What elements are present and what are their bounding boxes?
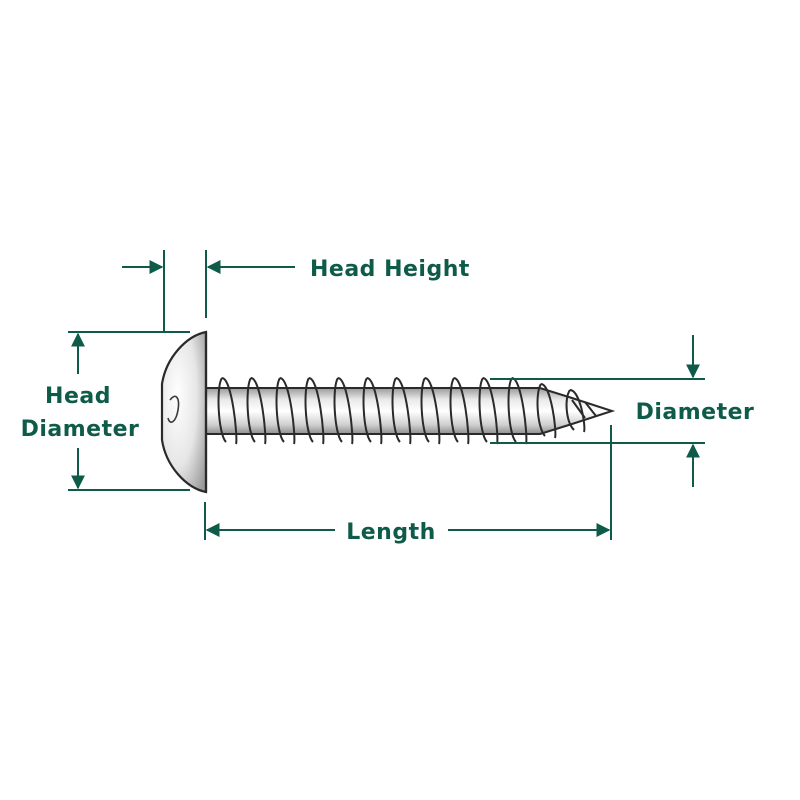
thread-crest xyxy=(478,377,499,445)
dimensions xyxy=(68,250,705,540)
thread-crest xyxy=(565,389,586,433)
thread-crest xyxy=(275,377,296,445)
screw-head xyxy=(160,330,208,494)
thread-crest xyxy=(536,383,557,439)
head-diameter-label-line1: Head xyxy=(45,384,111,409)
thread-tip xyxy=(571,399,597,419)
thread-crest xyxy=(217,377,238,445)
thread-crest xyxy=(391,377,412,445)
thread-crest xyxy=(362,377,383,445)
thread-crest xyxy=(246,377,267,445)
head-diameter-label-line2: Diameter xyxy=(21,417,140,442)
screw-threads xyxy=(217,377,597,445)
screw-head-recess xyxy=(167,395,180,423)
thread-crest xyxy=(449,377,470,445)
labels: Head Height Head Diameter Diameter Lengt… xyxy=(21,257,755,545)
length-label: Length xyxy=(346,520,436,545)
thread-crest xyxy=(420,377,441,445)
thread-crest xyxy=(304,377,325,445)
thread-crest xyxy=(333,377,354,445)
diameter-label: Diameter xyxy=(636,400,755,425)
head-height-label: Head Height xyxy=(310,257,470,282)
screw-icon xyxy=(160,330,616,494)
screw-shank xyxy=(199,387,616,435)
